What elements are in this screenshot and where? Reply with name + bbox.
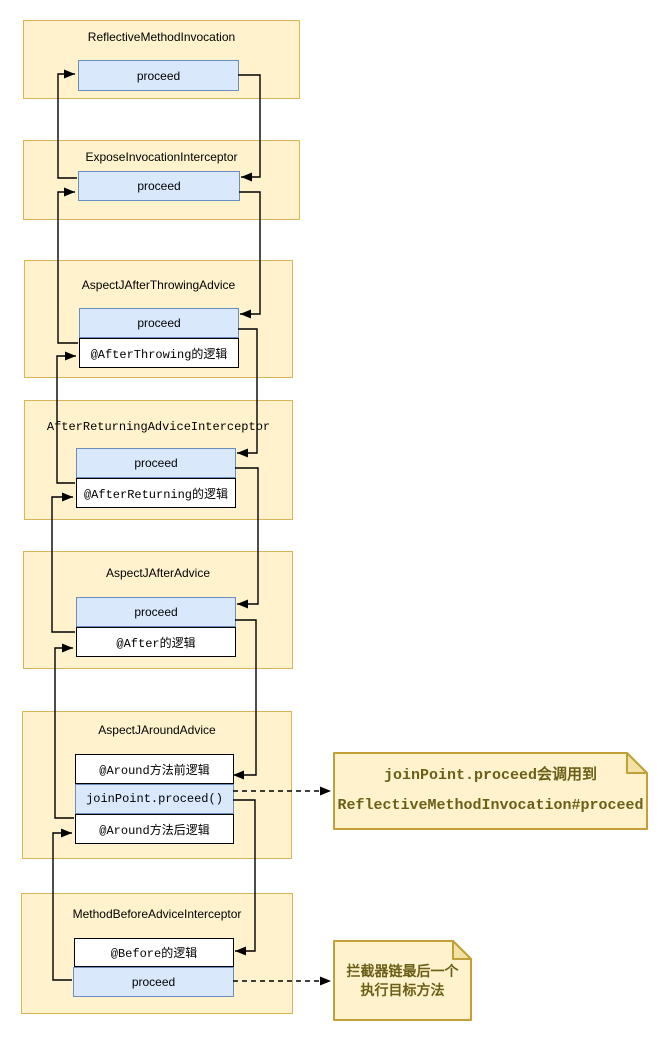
- proceed-method-box: proceed: [78, 171, 240, 201]
- note-text: 拦截器链最后一个 执行目标方法: [346, 962, 459, 998]
- note-shape: [333, 940, 472, 1021]
- class-box-expose-invocation-interceptor: ExposeInvocationInterceptor proceed: [23, 140, 300, 220]
- proceed-method-box: proceed: [78, 60, 239, 91]
- proceed-method-box: proceed: [76, 448, 236, 478]
- class-title: AspectJAroundAdvice: [98, 723, 216, 737]
- class-title: AspectJAfterThrowingAdvice: [81, 278, 236, 292]
- class-box-aspectj-after-throwing-advice: AspectJAfterThrowingAdvice proceed @Afte…: [24, 260, 293, 378]
- advice-logic-box: @Before的逻辑: [74, 938, 234, 967]
- note-fold-corner: [452, 940, 472, 960]
- class-box-aspectj-after-advice: AspectJAfterAdvice proceed @After的逻辑: [23, 551, 293, 669]
- around-after-logic-box: @Around方法后逻辑: [75, 814, 234, 844]
- class-title: ExposeInvocationInterceptor: [85, 150, 238, 164]
- proceed-method-box: proceed: [79, 308, 239, 338]
- around-before-logic-box: @Around方法前逻辑: [75, 754, 234, 784]
- class-box-aspectj-around-advice: AspectJAroundAdvice @Around方法前逻辑 joinPoi…: [22, 711, 292, 859]
- class-box-reflective-method-invocation: ReflectiveMethodInvocation proceed: [23, 20, 300, 99]
- advice-logic-box: @AfterReturning的逻辑: [76, 478, 236, 508]
- note-text: joinPoint.proceed会调用到 ReflectiveMethodIn…: [337, 767, 644, 814]
- advice-logic-box: @After的逻辑: [76, 627, 236, 657]
- class-title: AfterReturningAdviceInterceptor: [46, 420, 271, 434]
- note-fold-corner: [626, 752, 648, 774]
- class-title: MethodBeforeAdviceInterceptor: [72, 907, 242, 921]
- note-last-interceptor: 拦截器链最后一个 执行目标方法: [333, 940, 472, 1021]
- proceed-method-box: proceed: [76, 597, 236, 627]
- joinpoint-proceed-box: joinPoint.proceed(): [75, 784, 234, 814]
- note-shape: [333, 752, 648, 830]
- class-box-method-before-advice-interceptor: MethodBeforeAdviceInterceptor @Before的逻辑…: [21, 893, 293, 1014]
- note-joinpoint-proceed: joinPoint.proceed会调用到 ReflectiveMethodIn…: [333, 752, 648, 830]
- proceed-method-box: proceed: [73, 967, 234, 997]
- advice-logic-box: @AfterThrowing的逻辑: [79, 338, 239, 368]
- class-box-after-returning-advice-interceptor: AfterReturningAdviceInterceptor proceed …: [24, 400, 293, 520]
- class-title: ReflectiveMethodInvocation: [87, 30, 236, 44]
- class-title: AspectJAfterAdvice: [105, 566, 211, 580]
